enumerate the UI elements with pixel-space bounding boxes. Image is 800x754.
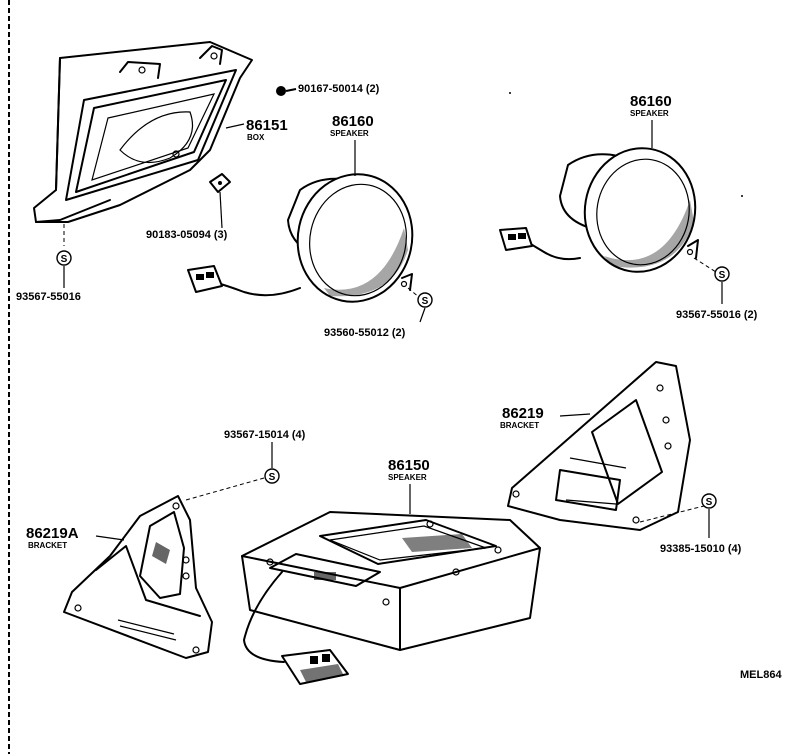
callout-screw-93560-55012: 93560-55012 (2) <box>324 327 406 339</box>
callout-bracket-left-pn: 86219A <box>26 525 79 542</box>
callout-bracket-left-desc: BRACKET <box>28 541 67 550</box>
callout-screw-90167: 90167-50014 (2) <box>298 83 380 95</box>
speaker-center-86160 <box>187 173 414 303</box>
callout-clip-90183: 90183-05094 (3) <box>146 229 228 241</box>
speaker-box-86151 <box>33 41 253 223</box>
diagram-code: MEL864 <box>740 669 782 681</box>
svg-text:S: S <box>61 254 68 265</box>
bracket-left-86219a <box>63 495 213 659</box>
callout-screw-93567-15014: 93567-15014 (4) <box>224 429 306 441</box>
bracket-right-86219 <box>507 361 691 531</box>
s-mark-icon-bracket-left: S <box>264 468 280 484</box>
svg-text:S: S <box>269 472 276 483</box>
callout-screw-93567-55016-right: 93567-55016 (2) <box>676 309 758 321</box>
callout-speaker-center-pn: 86160 <box>332 113 374 130</box>
callout-speaker-right-desc: SPEAKER <box>630 109 669 118</box>
svg-text:S: S <box>422 296 429 307</box>
callout-box-description: BOX <box>247 133 265 142</box>
s-mark-icon-bracket-right: S <box>701 493 717 509</box>
callout-box-part-number: 86151 <box>246 117 288 134</box>
callout-bracket-right-pn: 86219 <box>502 405 544 422</box>
s-mark-icon-left: S <box>56 250 72 266</box>
clip-icon <box>209 173 231 193</box>
s-mark-icon-center: S <box>417 292 433 308</box>
callout-nut-93567-55016: 93567-55016 <box>16 291 81 303</box>
screw-icon <box>276 86 297 96</box>
speaker-right-86160 <box>499 147 699 273</box>
callout-screw-93385-15010: 93385-15010 (4) <box>660 543 742 555</box>
callout-speaker-bottom-pn: 86150 <box>388 457 430 474</box>
speaker-bottom-86150 <box>241 511 541 685</box>
callout-speaker-right-pn: 86160 <box>630 93 672 110</box>
s-mark-icon-right: S <box>714 266 730 282</box>
callout-speaker-bottom-desc: SPEAKER <box>388 473 427 482</box>
svg-text:S: S <box>706 497 713 508</box>
callout-speaker-center-desc: SPEAKER <box>330 129 369 138</box>
svg-text:S: S <box>719 270 726 281</box>
callout-bracket-right-desc: BRACKET <box>500 421 539 430</box>
